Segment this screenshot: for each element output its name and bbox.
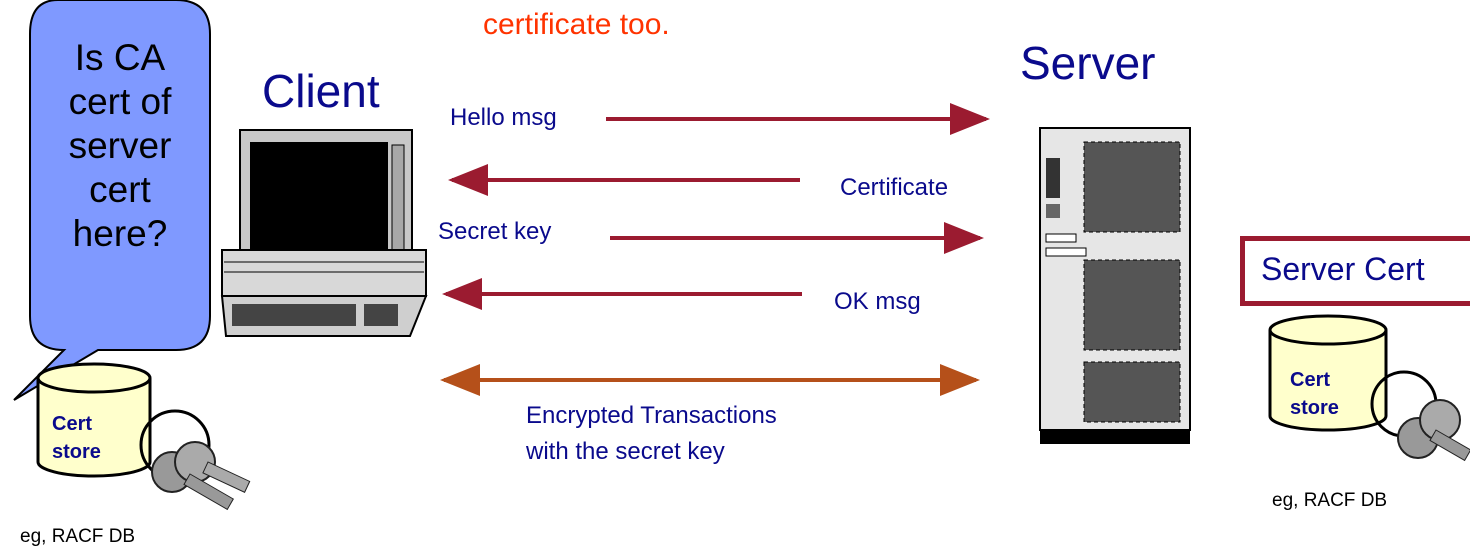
certificate-label: Certificate bbox=[840, 174, 949, 201]
bubble-line: cert bbox=[89, 169, 151, 210]
client-keys-icon bbox=[139, 409, 251, 511]
server-db-note: eg, RACF DB bbox=[1272, 490, 1388, 511]
hello-label: Hello msg bbox=[450, 104, 557, 131]
client-store-line2: store bbox=[52, 441, 101, 463]
server-store-line1: Cert bbox=[1290, 369, 1331, 391]
server-store-label: Cert store bbox=[1290, 366, 1339, 422]
server-title: Server bbox=[1020, 37, 1156, 89]
secret-key-label: Secret key bbox=[438, 218, 552, 245]
client-cert-store-icon bbox=[36, 362, 152, 478]
speech-bubble bbox=[13, 0, 211, 401]
bubble-line: cert of bbox=[68, 81, 172, 122]
bubble-line: here? bbox=[72, 213, 168, 254]
header-note: certificate too. bbox=[483, 8, 670, 41]
client-computer-icon bbox=[220, 129, 428, 337]
client-title: Client bbox=[262, 65, 380, 117]
encrypted-label-line2: with the secret key bbox=[526, 438, 725, 465]
bubble-line: server bbox=[68, 125, 172, 166]
server-keys-icon bbox=[1370, 370, 1470, 462]
client-db-note: eg, RACF DB bbox=[20, 526, 136, 547]
client-store-line1: Cert bbox=[52, 413, 93, 435]
client-store-label: Cert store bbox=[52, 410, 101, 466]
bubble-line: Is CA bbox=[74, 37, 166, 78]
server-cert-label: Server Cert bbox=[1261, 251, 1425, 287]
server-cert-box: Server Cert bbox=[1240, 236, 1470, 306]
bubble-question: Is CA cert of server cert here? bbox=[30, 36, 210, 256]
server-store-line2: store bbox=[1290, 397, 1339, 419]
ok-label: OK msg bbox=[834, 288, 921, 315]
server-tower-icon bbox=[1039, 127, 1191, 444]
server-cert-store-icon bbox=[1268, 314, 1388, 432]
encrypted-label-line1: Encrypted Transactions bbox=[526, 402, 777, 429]
